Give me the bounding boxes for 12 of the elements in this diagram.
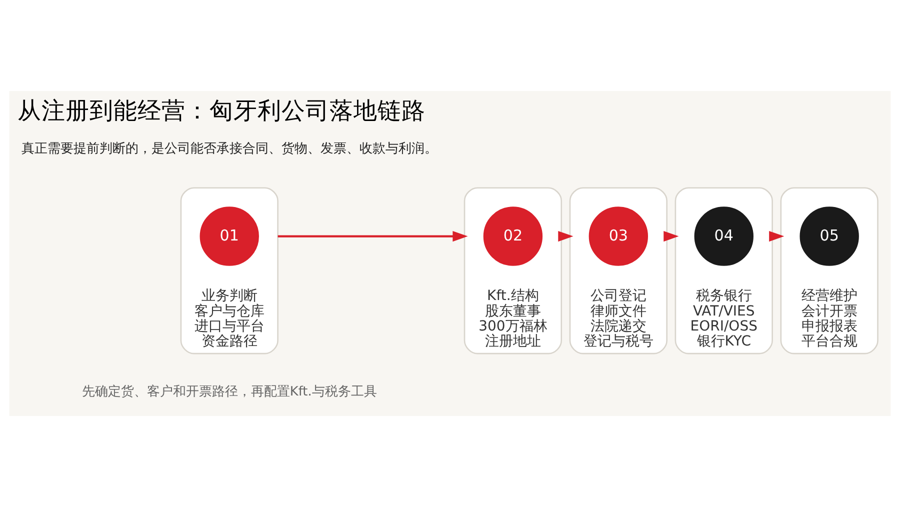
node-circle: 04: [694, 206, 754, 266]
arrow: [664, 231, 679, 242]
arrow: [278, 231, 468, 242]
node-circle: 05: [800, 206, 859, 266]
node-circle: 01: [200, 206, 259, 266]
arrow: [558, 231, 574, 242]
node-circle: 03: [588, 206, 648, 266]
node-circle: 02: [483, 206, 543, 266]
arrow: [769, 231, 784, 242]
label: 先确定货、客户和开票路径，再配置Kft.与税务工具: [82, 384, 377, 400]
diagram-title: 从注册到能经营：匈牙利公司落地链路: [17, 96, 426, 125]
label: 真正需要提前判断的，是公司能否承接合同、货物、发票、收款与利润。: [21, 141, 438, 156]
